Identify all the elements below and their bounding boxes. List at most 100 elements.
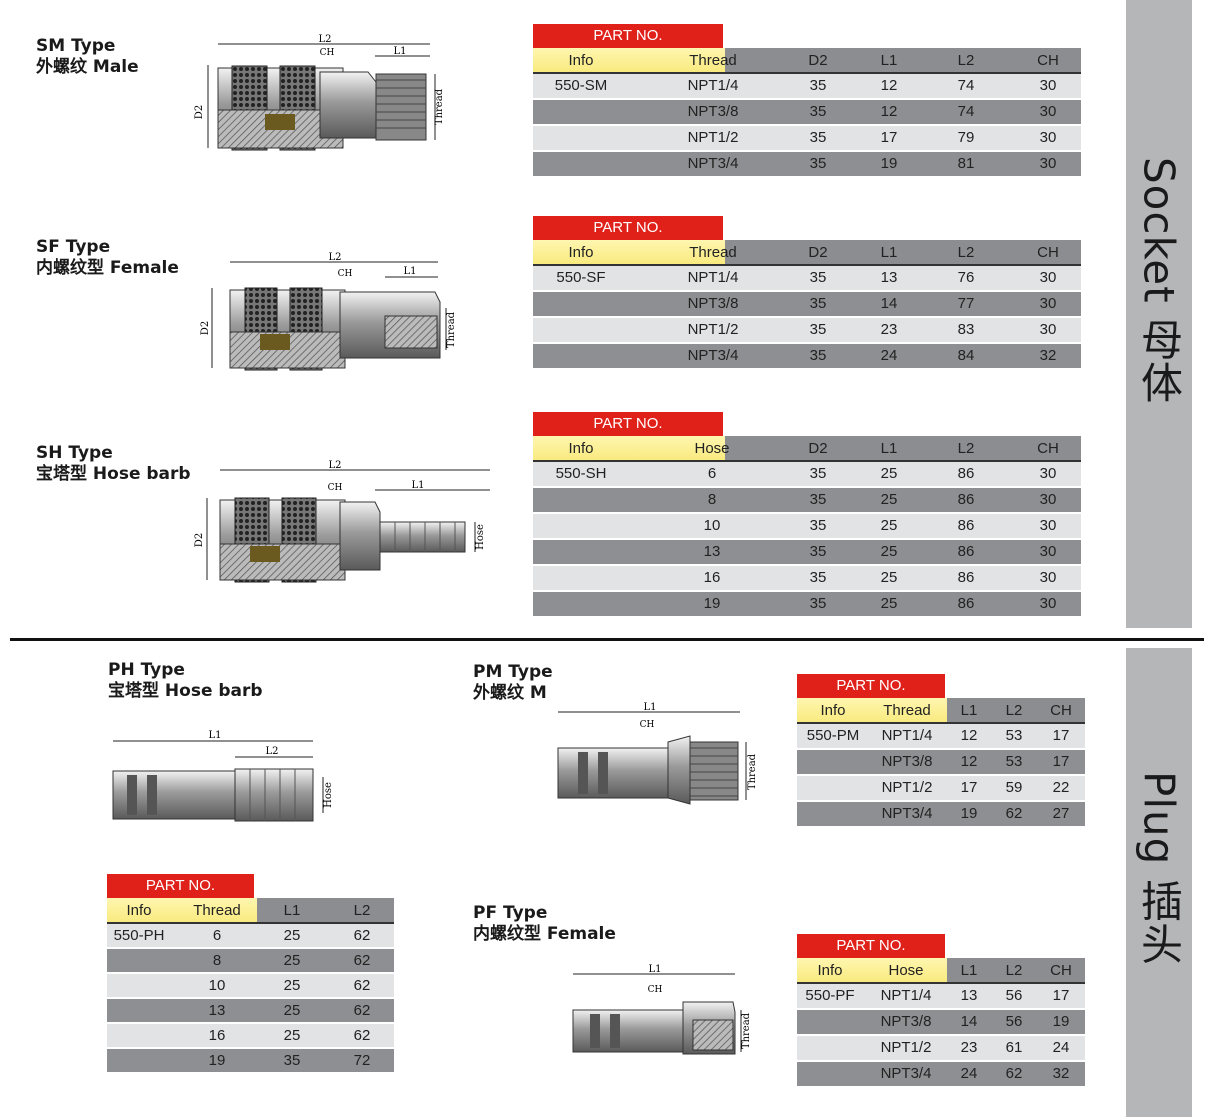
pm-title-block: PM Type 外螺纹 M (473, 662, 553, 704)
ph-table-cell: 62 (353, 927, 371, 944)
sm-partno-header: PART NO. (533, 24, 723, 48)
sm-title: SM Type (36, 36, 116, 56)
pm-title: PM Type (473, 662, 553, 682)
sm-drawing: L2 L1 CH D2 Thread (194, 34, 445, 151)
sm-table-cell: 35 (809, 155, 827, 172)
sm-header-gray (725, 48, 1081, 74)
pm-header-yellow (797, 698, 947, 724)
pf-table-cell: 24 (960, 1065, 978, 1082)
sm-header-yellow (533, 48, 725, 74)
sm-table-cell (545, 100, 617, 124)
sh-l2-label: L2 (328, 460, 341, 471)
ph-table-cell: 13 (208, 1002, 226, 1019)
pf-table-cell (799, 1036, 861, 1060)
pm-subtitle: 外螺纹 M (473, 683, 547, 703)
ph-table-cell: 19 (208, 1052, 226, 1069)
ph-table-cell (111, 999, 167, 1022)
plug-label: Plug 插头 (1134, 770, 1184, 966)
sh-table-cell: 35 (809, 491, 827, 508)
ph-table-cell: 25 (283, 977, 301, 994)
pf-table-cell: 19 (1052, 1013, 1070, 1030)
pf-subtitle: 内螺纹型 Female (473, 924, 616, 944)
sh-table-cell: 6 (707, 465, 717, 482)
sf-title: SF Type (36, 237, 111, 257)
sf-table-cell: 84 (957, 347, 975, 364)
ph-header-cell: Info (126, 902, 152, 919)
pm-table-cell: NPT1/2 (881, 779, 933, 796)
plug-sidebar: Plug 插头 (1126, 648, 1192, 1117)
sf-header-rule (533, 264, 1081, 266)
ph-table-cell: 35 (283, 1052, 301, 1069)
pf-table-cell: 56 (1005, 987, 1023, 1004)
pf-table-cell (799, 1062, 861, 1086)
sm-table-cell: 35 (809, 129, 827, 146)
sh-d2-label: D2 (194, 533, 205, 547)
ph-table-cell: 25 (283, 1002, 301, 1019)
sh-table-cell: 16 (703, 569, 721, 586)
sf-table-cell: 30 (1039, 321, 1057, 338)
ph-table-cell: 25 (283, 952, 301, 969)
pf-ch-label: CH (648, 985, 663, 995)
sh-header-cell: L2 (957, 440, 975, 457)
ph-l1-label: L1 (208, 730, 221, 741)
pm-table-cell: 62 (1005, 805, 1023, 822)
sh-partno-header: PART NO. (533, 412, 723, 436)
sm-title-block: SM Type 外螺纹 Male (36, 36, 139, 78)
sh-table-cell: 10 (703, 517, 721, 534)
sh-table-cell: 8 (707, 491, 717, 508)
sh-header-yellow (533, 436, 725, 462)
sm-table-cell: 30 (1039, 77, 1057, 94)
pf-table-cell: 13 (960, 987, 978, 1004)
sm-table-cell: NPT3/4 (687, 155, 739, 172)
pf-title-block: PF Type 内螺纹型 Female (473, 903, 616, 945)
pm-header-rule (797, 722, 1085, 724)
sh-table-cell: 86 (957, 465, 975, 482)
sh-table-cell: 86 (957, 517, 975, 534)
sm-table-cell: 30 (1039, 103, 1057, 120)
ph-table-cell: 6 (212, 927, 222, 944)
sf-d2-label: D2 (200, 321, 211, 335)
pm-table-cell: 19 (960, 805, 978, 822)
sf-table-cell: 14 (880, 295, 898, 312)
pm-header-gray (947, 698, 1085, 724)
sh-table-cell (545, 488, 617, 512)
sh-header-cell: Info (568, 440, 594, 457)
sh-table-cell: 86 (957, 543, 975, 560)
ph-title-block: PH Type 宝塔型 Hose barb (108, 660, 263, 702)
sm-table-cell: 35 (809, 103, 827, 120)
sf-header-cell: L1 (880, 244, 898, 261)
ph-table-cell: 8 (212, 952, 222, 969)
pf-l1-label: L1 (648, 964, 661, 975)
sh-table-cell: 25 (880, 569, 898, 586)
pf-table-cell: 24 (1052, 1039, 1070, 1056)
sh-table-cell: 35 (809, 517, 827, 534)
pf-header-cell: L2 (1005, 962, 1023, 979)
sm-table-cell: NPT1/4 (687, 77, 739, 94)
pm-table-cell: NPT1/4 (881, 727, 933, 744)
pm-table-cell: 12 (960, 727, 978, 744)
sf-table-cell: NPT3/4 (687, 347, 739, 364)
sf-table-cell: 32 (1039, 347, 1057, 364)
sh-table-cell: 25 (880, 543, 898, 560)
pm-thread-label: Thread (747, 753, 758, 790)
pf-header-yellow (797, 958, 947, 984)
ph-header-cell: Thread (193, 902, 241, 919)
ph-title: PH Type (108, 660, 185, 680)
ph-l2-label: L2 (265, 746, 278, 757)
pf-table-cell: 32 (1052, 1065, 1070, 1082)
pm-table-cell: NPT3/8 (881, 753, 933, 770)
